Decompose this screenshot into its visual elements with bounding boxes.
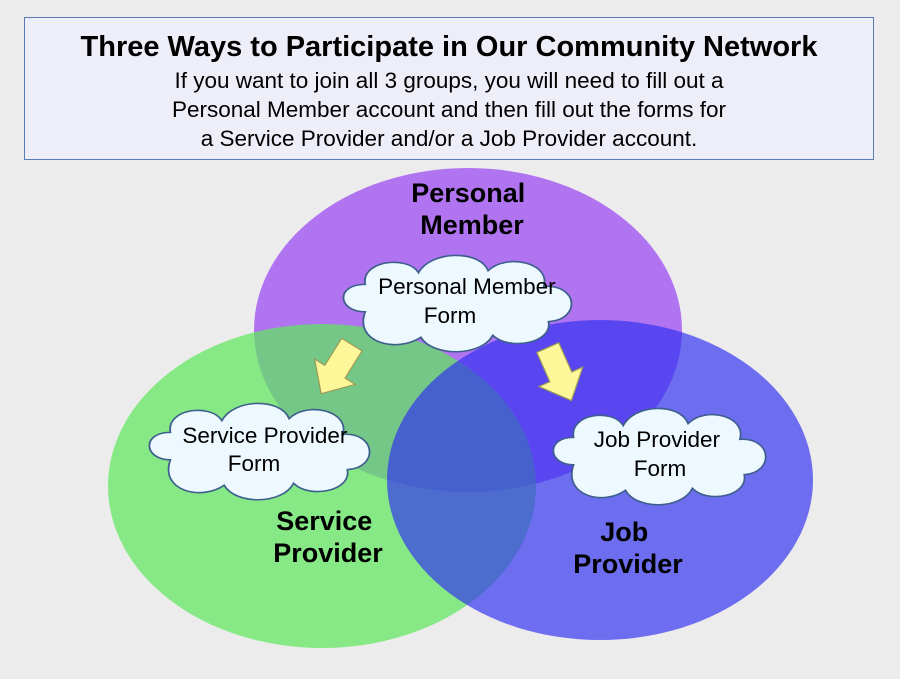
service-provider-label-line-1: Service <box>276 506 372 536</box>
service-provider-form-label-line-2: Form <box>228 451 281 476</box>
job-provider-label: Job Provider <box>573 517 683 579</box>
job-provider-form-label-line-2: Form <box>634 456 687 481</box>
personal-member-label-line-2: Member <box>420 210 524 240</box>
arrow-to-service-provider <box>313 337 363 395</box>
arrow-to-job-provider <box>536 341 584 402</box>
service-provider-form-cloud[interactable]: Service Provider Form <box>148 402 371 501</box>
personal-member-label-line-1: Personal <box>411 178 525 208</box>
service-provider-label-line-2: Provider <box>273 538 383 568</box>
service-provider-label: Service Provider <box>273 506 383 568</box>
personal-member-form-cloud[interactable]: Personal Member Form <box>342 254 573 353</box>
personal-member-form-label-line-2: Form <box>424 303 477 328</box>
description-line-3: a Service Provider and/or a Job Provider… <box>200 126 698 151</box>
job-provider-label-line-2: Provider <box>573 549 683 579</box>
description-line-1: If you want to join all 3 groups, you wi… <box>174 68 724 93</box>
personal-member-form-label-line-1: Personal Member <box>378 274 556 299</box>
svg-text:Service Provider Form: Service Provider Form <box>182 423 353 476</box>
job-provider-label-line-1: Job <box>600 517 648 547</box>
header-description: If you want to join all 3 groups, you wi… <box>25 66 873 153</box>
diagram-title: Three Ways to Participate in Our Communi… <box>80 31 818 63</box>
service-provider-form-label-line-1: Service Provider <box>182 423 348 448</box>
job-provider-form-label-line-1: Job Provider <box>594 427 721 452</box>
job-provider-form-cloud[interactable]: Job Provider Form <box>552 407 767 506</box>
svg-text:Job Provider Form: Job Provider Form <box>594 427 727 481</box>
personal-member-label: Personal Member <box>411 178 533 240</box>
description-line-2: Personal Member account and then fill ou… <box>171 97 727 122</box>
svg-text:Personal Member Form: Personal Member Form <box>378 274 562 328</box>
header-box: Three Ways to Participate in Our Communi… <box>24 17 874 160</box>
